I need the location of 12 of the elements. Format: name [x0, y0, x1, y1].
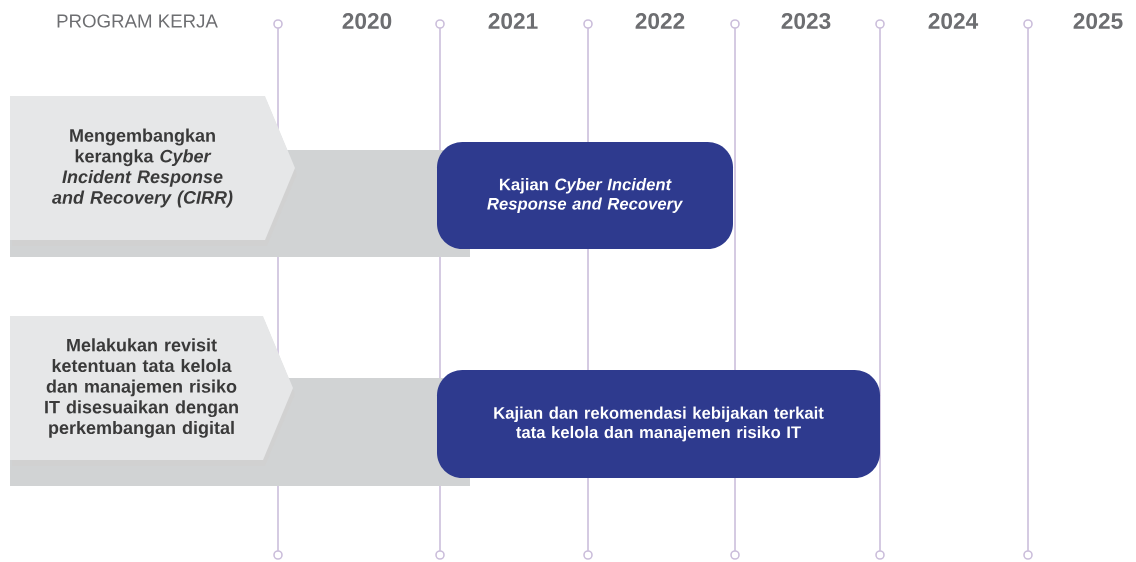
activity-box: Kajian Cyber Incident Response and Recovery — [437, 142, 733, 249]
year-label: 2020 — [342, 13, 392, 30]
year-label: 2022 — [635, 13, 685, 30]
year-label: 2024 — [928, 13, 979, 30]
year-label: 2021 — [488, 13, 538, 30]
arrow-box: Mengembangkan kerangka Cyber Incident Response and Recovery (CIRR) — [10, 96, 470, 257]
activity-box: Kajian dan rekomendasi kebijakan terkait tata kelola dan manajemen risiko IT — [437, 370, 880, 478]
year-label: 2023 — [781, 12, 831, 30]
year-label: 2025 — [1073, 13, 1123, 30]
arrow-box: Melakukan revisit ketentuan tata kelola dan manajemen risiko IT disesuaikan dengan perkembangan digital — [10, 316, 470, 486]
column-header: PROGRAM KERJA — [57, 14, 218, 28]
node-label: Mengembangkan — [70, 128, 215, 146]
